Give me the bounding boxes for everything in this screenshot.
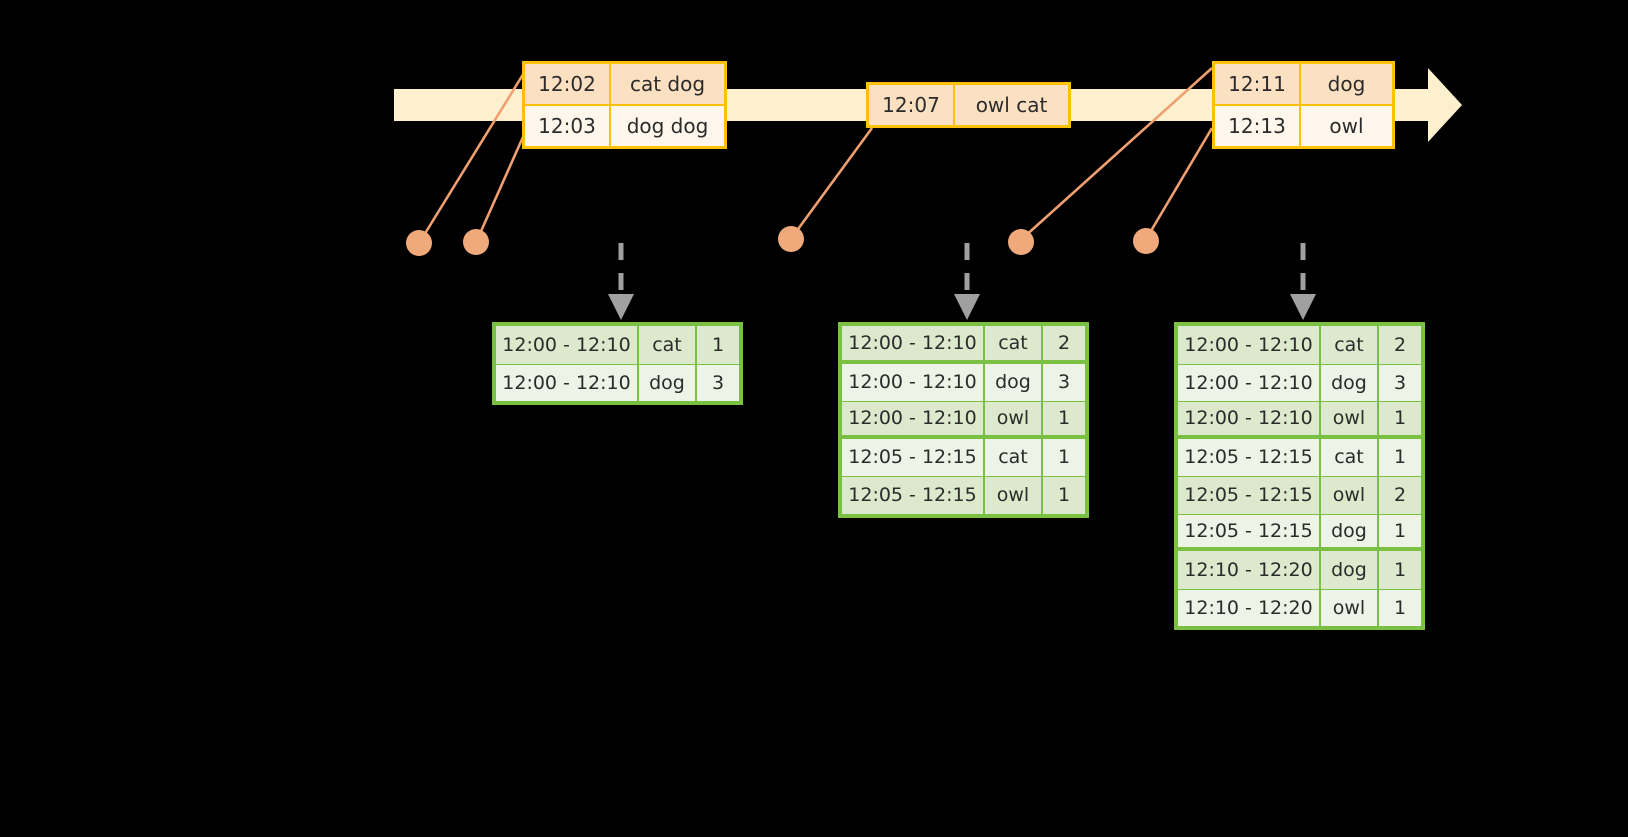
window-cell: 12:05 - 12:15 (842, 477, 985, 514)
key-cell: owl (1321, 589, 1379, 626)
event-group-1[interactable]: 12:02 cat dog 12:03 dog dog (522, 61, 727, 149)
table-row[interactable]: 12:00 - 12:10 owl 1 (1178, 401, 1421, 439)
table-row[interactable]: 12:00 - 12:10 cat 2 (1178, 326, 1421, 364)
connector-dot-4 (1008, 229, 1034, 255)
event-words: cat dog (629, 72, 706, 96)
window-cell: 12:00 - 12:10 (1178, 364, 1321, 401)
event-time: 12:11 (1215, 64, 1301, 104)
table-row[interactable]: 12:00 - 12:10 cat 1 (496, 326, 739, 364)
key-cell: dog (1321, 514, 1379, 547)
event-time: 12:02 (525, 64, 611, 104)
window-cell: 12:05 - 12:15 (1178, 477, 1321, 514)
connector-lines (419, 67, 1214, 241)
count-cell: 1 (1057, 446, 1071, 469)
count-cell: 2 (1393, 333, 1407, 356)
count-cell: 1 (1393, 596, 1407, 619)
table-row[interactable]: 12:10 - 12:20 owl 1 (1178, 588, 1421, 626)
key-cell: owl (985, 477, 1043, 514)
window-cell: 12:00 - 12:10 (842, 402, 985, 435)
key-cell: cat (985, 438, 1043, 476)
event-row[interactable]: 12:11 dog (1215, 64, 1392, 104)
dashed-arrow-1 (608, 243, 634, 320)
window-cell: 12:00 - 12:10 (842, 326, 985, 360)
event-group-3[interactable]: 12:11 dog 12:13 owl (1212, 61, 1395, 149)
count-cell: 3 (1393, 371, 1407, 394)
dashed-arrows (608, 243, 1316, 320)
window-cell: 12:00 - 12:10 (1178, 326, 1321, 364)
count-cell: 2 (1393, 484, 1407, 507)
key-cell: dog (1321, 364, 1379, 401)
key-cell: cat (1321, 326, 1379, 364)
dashed-arrow-2 (954, 243, 980, 320)
connector-dot-3 (778, 226, 804, 252)
key-cell: owl (1321, 402, 1379, 435)
connector-dot-1 (406, 230, 432, 256)
table-row[interactable]: 12:05 - 12:15 dog 1 (1178, 513, 1421, 551)
event-words: owl cat (975, 93, 1048, 117)
count-cell: 2 (1057, 331, 1071, 354)
table-row[interactable]: 12:00 - 12:10 dog 3 (496, 363, 739, 401)
key-cell: cat (1321, 438, 1379, 476)
window-cell: 12:00 - 12:10 (496, 326, 639, 364)
key-cell: dog (985, 363, 1043, 401)
event-time: 12:13 (1215, 106, 1301, 146)
key-cell: owl (1321, 477, 1379, 514)
event-row[interactable]: 12:03 dog dog (525, 104, 724, 146)
event-time: 12:03 (525, 106, 611, 146)
table-row[interactable]: 12:05 - 12:15 cat 1 (842, 438, 1085, 476)
table-row[interactable]: 12:00 - 12:10 owl 1 (842, 401, 1085, 439)
count-cell: 1 (1393, 446, 1407, 469)
window-cell: 12:05 - 12:15 (842, 438, 985, 476)
count-cell: 1 (1393, 519, 1407, 542)
table-row[interactable]: 12:05 - 12:15 cat 1 (1178, 438, 1421, 476)
count-cell: 3 (1057, 371, 1071, 394)
connector-dot-2 (463, 229, 489, 255)
result-table-2[interactable]: 12:00 - 12:10 cat 2 12:00 - 12:10 dog 3 … (838, 322, 1089, 518)
result-table-3[interactable]: 12:00 - 12:10 cat 2 12:00 - 12:10 dog 3 … (1174, 322, 1425, 630)
count-cell: 1 (1057, 407, 1071, 430)
dashed-arrow-3 (1290, 243, 1316, 320)
event-row[interactable]: 12:13 owl (1215, 104, 1392, 146)
count-cell: 1 (711, 333, 725, 356)
window-cell: 12:00 - 12:10 (1178, 402, 1321, 435)
result-table-1[interactable]: 12:00 - 12:10 cat 1 12:00 - 12:10 dog 3 (492, 322, 743, 405)
event-row[interactable]: 12:02 cat dog (525, 64, 724, 104)
window-cell: 12:10 - 12:20 (1178, 589, 1321, 626)
table-row[interactable]: 12:00 - 12:10 dog 3 (842, 363, 1085, 401)
count-cell: 1 (1057, 484, 1071, 507)
event-time: 12:07 (869, 85, 955, 125)
key-cell: cat (639, 326, 697, 364)
event-row[interactable]: 12:07 owl cat (869, 85, 1068, 125)
window-cell: 12:05 - 12:15 (1178, 514, 1321, 547)
count-cell: 1 (1393, 407, 1407, 430)
key-cell: dog (639, 364, 697, 401)
window-cell: 12:05 - 12:15 (1178, 438, 1321, 476)
key-cell: cat (985, 326, 1043, 360)
event-words: owl (1329, 114, 1364, 138)
table-row[interactable]: 12:05 - 12:15 owl 2 (1178, 476, 1421, 514)
table-row[interactable]: 12:10 - 12:20 dog 1 (1178, 551, 1421, 589)
count-cell: 1 (1393, 558, 1407, 581)
count-cell: 3 (711, 371, 725, 394)
window-cell: 12:00 - 12:10 (842, 363, 985, 401)
table-row[interactable]: 12:00 - 12:10 cat 2 (842, 326, 1085, 364)
event-group-2[interactable]: 12:07 owl cat (866, 82, 1071, 128)
connector-dot-5 (1133, 228, 1159, 254)
key-cell: dog (1321, 551, 1379, 589)
event-words: dog (1327, 72, 1366, 96)
window-cell: 12:00 - 12:10 (496, 364, 639, 401)
connector-dots (406, 226, 1159, 256)
key-cell: owl (985, 402, 1043, 435)
table-row[interactable]: 12:00 - 12:10 dog 3 (1178, 363, 1421, 401)
window-cell: 12:10 - 12:20 (1178, 551, 1321, 589)
event-words: dog dog (626, 114, 709, 138)
table-row[interactable]: 12:05 - 12:15 owl 1 (842, 476, 1085, 514)
